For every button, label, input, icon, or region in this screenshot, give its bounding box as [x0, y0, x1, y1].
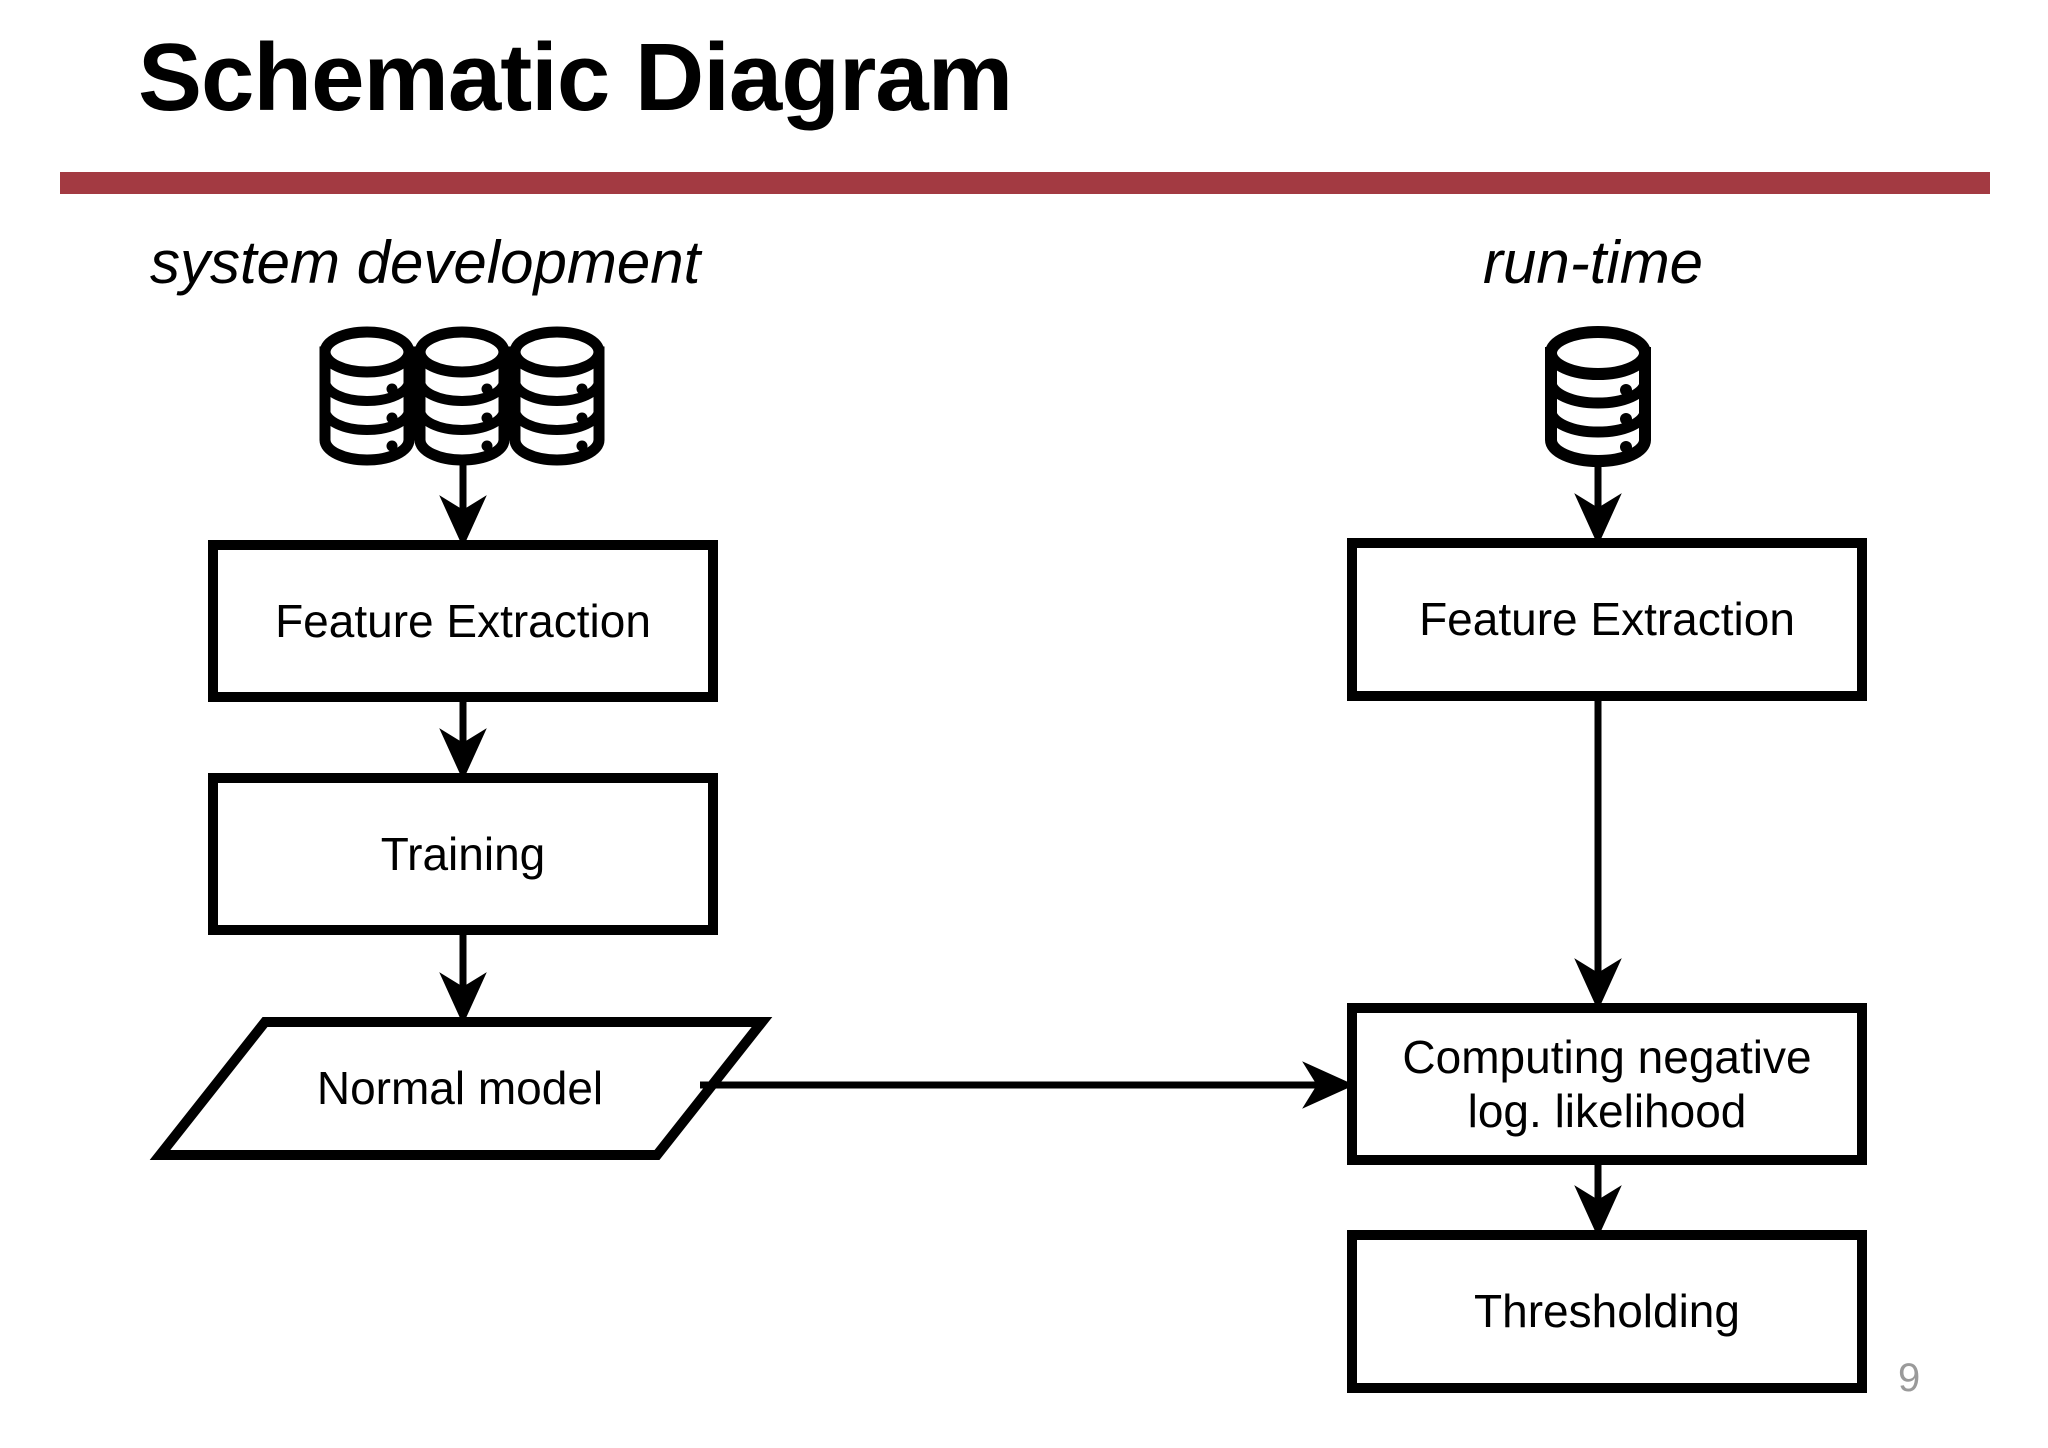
database-icon: [319, 326, 415, 466]
node-training[interactable]: [208, 773, 718, 935]
node-thresholding[interactable]: [1347, 1230, 1867, 1393]
title-divider-rule: [60, 172, 1990, 194]
node-feature-extraction-left[interactable]: [208, 540, 718, 702]
page-number: 9: [1898, 1356, 1921, 1400]
database-icon: [509, 326, 605, 466]
database-icon: [414, 326, 510, 466]
node-negative-log-likelihood[interactable]: [1347, 1003, 1867, 1165]
column-caption-system-development: system development: [150, 229, 701, 296]
database-icon: [1545, 326, 1651, 467]
database-stack-icon: [319, 326, 605, 466]
column-caption-run-time: run-time: [1483, 229, 1704, 296]
node-normal-model[interactable]: [149, 1017, 773, 1160]
node-feature-extraction-right[interactable]: [1347, 538, 1867, 701]
page-title: Schematic Diagram: [138, 24, 1013, 131]
